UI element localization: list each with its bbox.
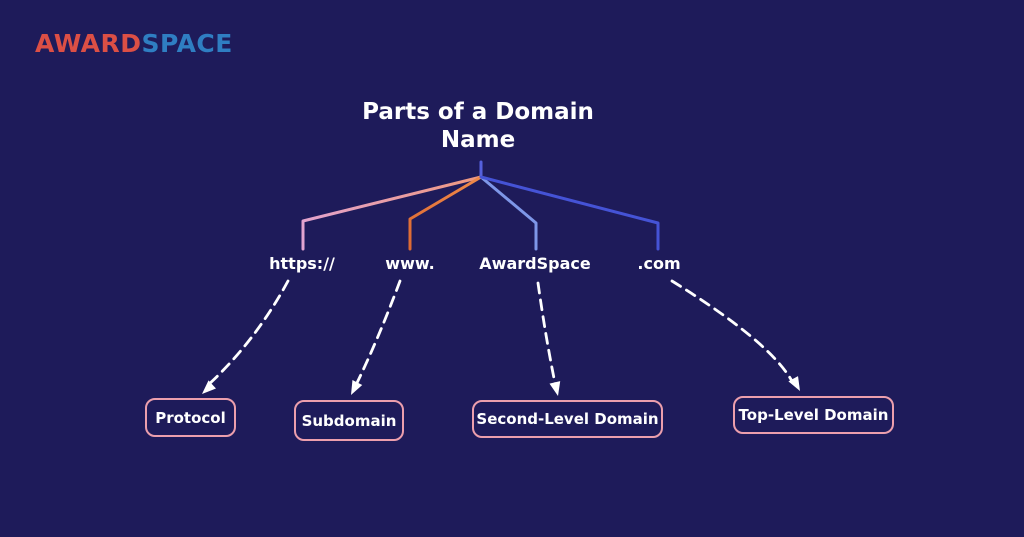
tree-branch-protocol <box>301 175 483 251</box>
dashed-arrow-second-level-domain <box>536 281 558 390</box>
arrowhead-second-level-domain-icon <box>549 381 561 396</box>
part-box-protocol: Protocol <box>145 398 236 437</box>
dashed-arrow-subdomain <box>353 279 402 389</box>
arrowhead-top-level-domain-icon <box>788 376 800 391</box>
arrowhead-subdomain-icon <box>351 380 363 395</box>
part-box-second-level-domain: Second-Level Domain <box>472 400 663 438</box>
url-part-top-level-domain: .com <box>637 254 681 273</box>
url-part-subdomain: www. <box>385 254 435 273</box>
url-part-second-level-domain: AwardSpace <box>479 254 591 273</box>
part-box-second-level-domain-label: Second-Level Domain <box>476 410 659 428</box>
tree-branch-second-level-domain <box>479 175 538 251</box>
title-line-1: Parts of a Domain <box>362 99 594 125</box>
part-box-top-level-domain: Top-Level Domain <box>733 396 894 434</box>
tree-branch-top-level-domain <box>479 175 660 251</box>
diagram-title: Parts of a Domain Name <box>362 98 594 154</box>
title-line-2: Name <box>440 127 516 153</box>
part-box-subdomain: Subdomain <box>294 400 404 441</box>
logo-space-text: SPACE <box>141 29 233 58</box>
part-box-protocol-label: Protocol <box>155 408 226 427</box>
tree-branch-subdomain <box>408 175 483 251</box>
logo-award-text: AWARD <box>35 29 142 58</box>
url-part-protocol: https:// <box>269 254 335 273</box>
awardspace-logo: AWARDSPACE <box>35 29 233 58</box>
part-box-subdomain-label: Subdomain <box>301 411 397 430</box>
arrowhead-protocol-icon <box>202 380 216 394</box>
part-box-top-level-domain-label: Top-Level Domain <box>738 406 889 424</box>
dashed-arrow-top-level-domain <box>670 279 795 385</box>
dashed-arrow-protocol <box>205 279 290 388</box>
